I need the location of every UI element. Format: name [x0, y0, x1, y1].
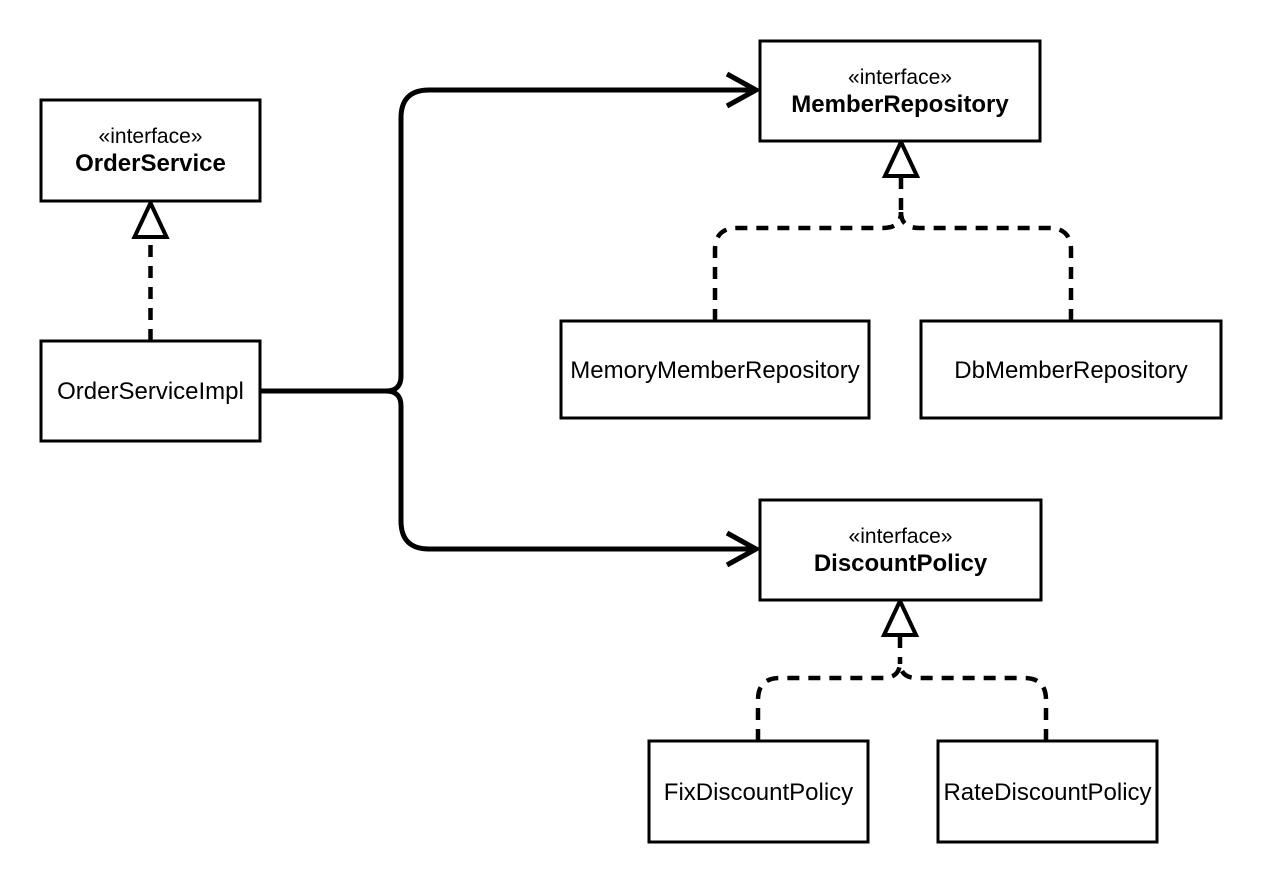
db-member-repository-box — [919, 319, 1223, 420]
node-db-member-repository: DbMemberRepository — [919, 319, 1223, 420]
node-order-service-impl: OrderServiceImpl — [39, 339, 262, 443]
fix-discount-policy-box — [647, 739, 870, 844]
dependency-line-memberrepository — [385, 87, 752, 394]
node-rate-discount-policy: RateDiscountPolicy — [936, 739, 1159, 844]
order-service-impl-name: OrderServiceImpl — [57, 378, 244, 405]
discount-policy-stereotype: «interface» — [849, 525, 953, 548]
rate-discount-policy-box — [936, 739, 1159, 844]
fix-discount-policy-name: FixDiscountPolicy — [664, 779, 853, 806]
order-service-name: OrderService — [75, 150, 226, 177]
dependency-arrowhead-discountpolicy — [725, 530, 762, 568]
db-member-repository-name: DbMemberRepository — [954, 357, 1187, 384]
node-fix-discount-policy: FixDiscountPolicy — [647, 739, 870, 844]
order-service-impl-box — [39, 339, 262, 443]
node-discount-policy: «interface» DiscountPolicy — [758, 498, 1043, 602]
node-memory-member-repository: MemoryMemberRepository — [559, 319, 871, 420]
member-repository-box — [758, 39, 1042, 143]
realization-triangle-orderservice — [131, 198, 170, 239]
member-repository-name: MemberRepository — [791, 91, 1009, 118]
node-member-repository: «interface» MemberRepository — [758, 39, 1042, 143]
discount-policy-box — [758, 498, 1043, 602]
node-order-service: «interface» OrderService — [39, 98, 262, 203]
realization-line-memorymemberrepository — [712, 211, 904, 321]
realization-line-dbmemberrepository — [898, 211, 1074, 321]
discount-policy-name: DiscountPolicy — [814, 550, 988, 577]
order-service-stereotype: «interface» — [99, 125, 203, 148]
realization-triangle-memberrepository — [881, 137, 921, 178]
realization-triangle-discountpolicy — [880, 596, 920, 637]
realization-line-fixdiscountpolicy — [755, 661, 903, 741]
memory-member-repository-name: MemoryMemberRepository — [570, 357, 859, 384]
dependency-line-discountpolicy — [385, 388, 752, 552]
member-repository-stereotype: «interface» — [848, 66, 952, 89]
order-service-box — [39, 98, 262, 203]
dependency-arrowhead-memberrepository — [725, 71, 762, 109]
rate-discount-policy-name: RateDiscountPolicy — [943, 779, 1151, 806]
realization-line-ratediscountpolicy — [897, 661, 1049, 741]
memory-member-repository-box — [559, 319, 871, 420]
